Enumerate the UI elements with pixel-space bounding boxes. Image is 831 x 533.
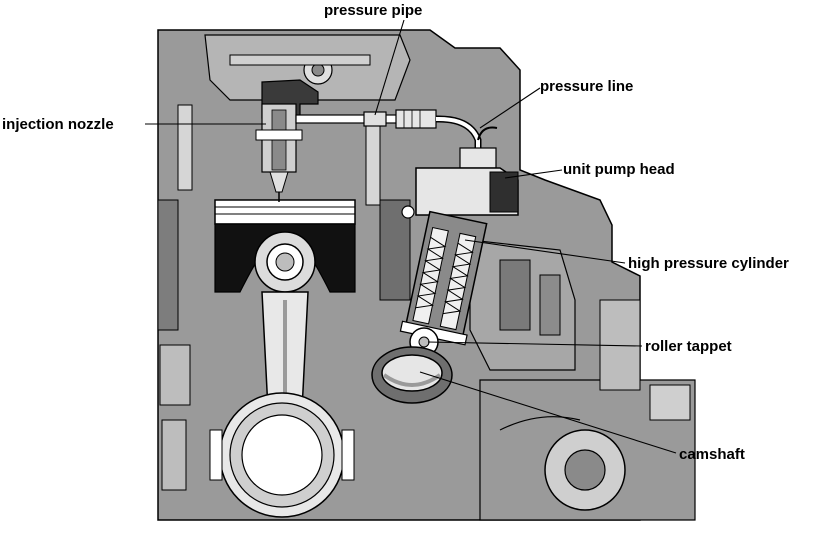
- big-end-cap-bolt-right: [341, 429, 355, 481]
- label-high-pressure-cylinder: high pressure cylinder: [628, 255, 789, 272]
- left-wall-recess-2: [159, 344, 191, 406]
- high-pressure-cylinder-body: [399, 210, 488, 346]
- piston-crown: [214, 199, 356, 225]
- leader-pressure-pipe: [374, 19, 405, 116]
- unit-pump-head-side: [489, 171, 519, 213]
- connecting-rod: [209, 291, 355, 518]
- piston-assembly: [214, 199, 356, 293]
- label-injection-nozzle: injection nozzle: [2, 116, 114, 133]
- cylinder-bore-left: [412, 226, 449, 325]
- label-unit-pump-head: unit pump head: [563, 161, 675, 178]
- nozzle-tip: [269, 171, 289, 193]
- pump-head-bolt: [401, 205, 415, 219]
- roller-tappet-axle: [418, 336, 430, 348]
- right-bracket: [649, 384, 691, 421]
- pump-housing-slot-2: [539, 274, 561, 336]
- pump-inlet-fitting: [459, 147, 497, 169]
- head-bolt-right: [365, 119, 381, 206]
- injection-nozzle-assembly: [255, 79, 319, 202]
- leader-high-pressure-cylinder: [464, 239, 626, 264]
- nozzle-clamp: [255, 129, 303, 141]
- lower-right-gear-hub: [564, 449, 606, 491]
- pressure-pipe-nut: [363, 111, 387, 127]
- crank-pin: [241, 414, 323, 496]
- pressure-line-assembly: [435, 115, 498, 160]
- pressure-pipe-connector: [395, 109, 437, 129]
- oil-gallery-dark: [379, 199, 411, 301]
- lower-right-curve: [499, 416, 581, 431]
- leader-camshaft: [419, 371, 677, 454]
- unit-pump-assembly: [371, 147, 519, 404]
- big-end-cap-bolt-left: [209, 429, 223, 481]
- left-wall-recess-3: [161, 419, 187, 491]
- leader-roller-tappet: [427, 341, 643, 347]
- pressure-line-hook: [477, 126, 498, 141]
- left-wall-recess-1: [157, 199, 179, 331]
- spring-coils-right: [442, 242, 474, 315]
- spring-coils-left: [415, 236, 447, 309]
- label-pressure-pipe: pressure pipe: [324, 2, 423, 19]
- pump-housing-slot-1: [499, 259, 531, 331]
- piston-pin-bore: [275, 252, 295, 272]
- leader-pressure-line: [479, 87, 541, 129]
- camshaft-lobe-shade: [382, 373, 442, 387]
- label-roller-tappet: roller tappet: [645, 338, 732, 355]
- head-bolt-left: [177, 104, 193, 191]
- rocker-arm: [229, 54, 371, 66]
- cylinder-bore-right: [439, 232, 477, 331]
- leader-unit-pump-head: [504, 169, 563, 179]
- label-camshaft: camshaft: [679, 446, 745, 463]
- label-pressure-line: pressure line: [540, 78, 634, 95]
- rocker-pivot-center: [311, 63, 325, 77]
- leader-lines: [145, 19, 677, 454]
